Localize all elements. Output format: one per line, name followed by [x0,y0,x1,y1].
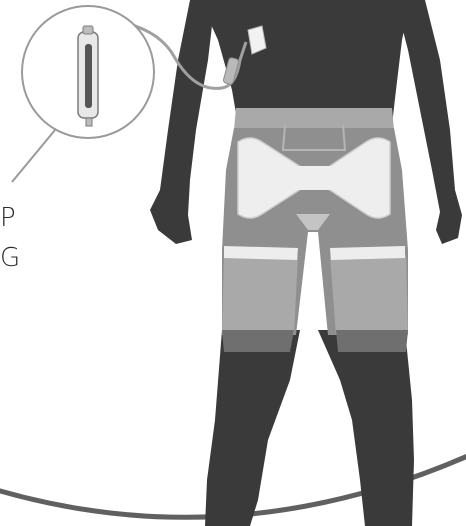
pump-bag-icon [78,26,98,126]
callout-label-line-2: G [0,240,21,276]
pad-center [296,166,334,190]
left-leg [205,330,300,526]
right-thigh-band [330,255,408,335]
callout-leader [12,130,55,182]
right-arm [395,0,462,244]
left-thigh-band [222,255,298,335]
pump-callout [12,6,154,182]
left-cuff [222,330,294,352]
left-arm [150,0,215,244]
callout-label-line-1: P [0,200,17,236]
right-leg [318,330,414,526]
shorts-waistband [234,108,394,130]
right-cuff [336,330,408,352]
right-thigh-stripe [330,246,405,260]
legs [205,330,414,526]
left-thigh-stripe [224,246,298,260]
